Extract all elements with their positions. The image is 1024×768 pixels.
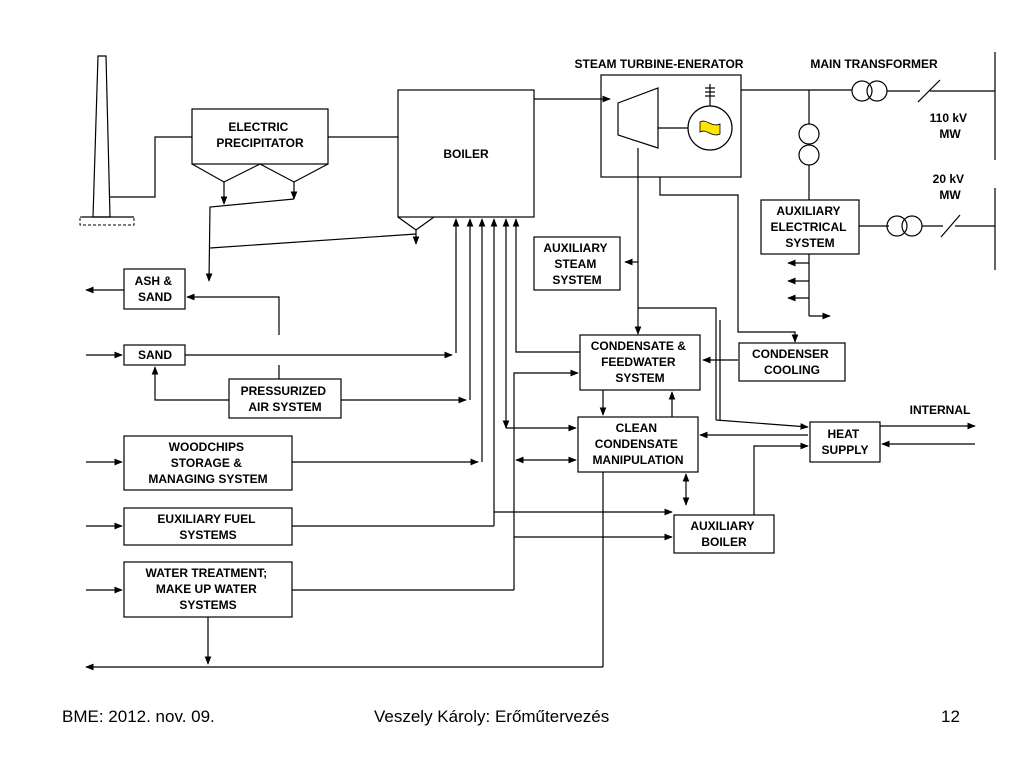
footer-date: BME: 2012. nov. 09.	[62, 707, 215, 726]
boiler-label: BOILER	[443, 147, 489, 161]
voltage-20-label: 20 kV MW	[933, 172, 968, 202]
voltage-110-label: 110 kV MW	[930, 111, 971, 141]
water-treatment-box	[123, 561, 293, 618]
condenser-cooling-label: CONDENSER COOLING	[752, 347, 832, 377]
page-number: 12	[941, 707, 960, 726]
boiler-hopper	[209, 216, 435, 249]
clean-condensate-box	[577, 416, 699, 473]
condenser-cooling-box	[738, 342, 846, 382]
auxiliary-steam-label: AUXILIARY STEAM SYSTEM	[543, 241, 610, 287]
heat-supply-label: HEAT SUPPLY	[822, 427, 869, 457]
heat-supply-box	[809, 421, 881, 463]
internal-label: INTERNAL	[910, 403, 971, 417]
condensate-feedwater-label: CONDENSATE & FEEDWATER SYSTEM	[591, 339, 689, 385]
woodchips-label: WOODCHIPS STORAGE & MANAGING SYSTEM	[148, 440, 267, 486]
water-treatment-label: WATER TREATMENT; MAKE UP WATER SYSTEMS	[146, 566, 271, 612]
turbine-exhaust	[624, 148, 799, 420]
sand-label: SAND	[138, 348, 172, 362]
auxiliary-electrical-label: AUXILIARY ELECTRICAL SYSTEM	[770, 204, 849, 250]
electrical-lines	[741, 52, 996, 320]
turbine-generator	[617, 84, 733, 151]
center-connections	[494, 369, 976, 667]
ash-sand-box	[123, 268, 186, 310]
precipitator-hoppers	[191, 163, 329, 282]
boiler-box	[397, 89, 535, 218]
auxiliary-electrical-box	[760, 199, 860, 255]
footer-author: Veszely Károly: Erőműtervezés	[374, 707, 610, 726]
power-plant-diagram: ELECTRIC PRECIPITATOR BOILER STEAM TURBI…	[79, 52, 996, 671]
auxiliary-boiler-box	[673, 514, 775, 554]
chimney	[79, 55, 192, 226]
electric-precipitator-box	[191, 108, 329, 165]
left-connections	[85, 286, 603, 671]
euxiliary-fuel-label: EUXILIARY FUEL SYSTEMS	[157, 512, 258, 542]
condensate-feedwater-box	[579, 334, 701, 391]
clean-condensate-label: CLEAN CONDENSATE MANIPULATION	[592, 421, 683, 467]
electric-precipitator-label: ELECTRIC PRECIPITATOR	[216, 120, 304, 150]
main-transformer-label: MAIN TRANSFORMER	[810, 57, 938, 71]
ash-sand-label: ASH & SAND	[135, 274, 176, 304]
auxiliary-boiler-label: AUXILIARY BOILER	[690, 519, 757, 549]
woodchips-box	[123, 435, 293, 491]
euxiliary-fuel-box	[123, 507, 293, 546]
pressurized-air-box	[228, 378, 342, 419]
steam-turbine-label: STEAM TURBINE-ENERATOR	[575, 57, 744, 71]
boiler-feeds	[452, 218, 580, 526]
auxiliary-steam-box	[533, 236, 621, 291]
pressurized-air-label: PRESSURIZED AIR SYSTEM	[241, 384, 330, 414]
